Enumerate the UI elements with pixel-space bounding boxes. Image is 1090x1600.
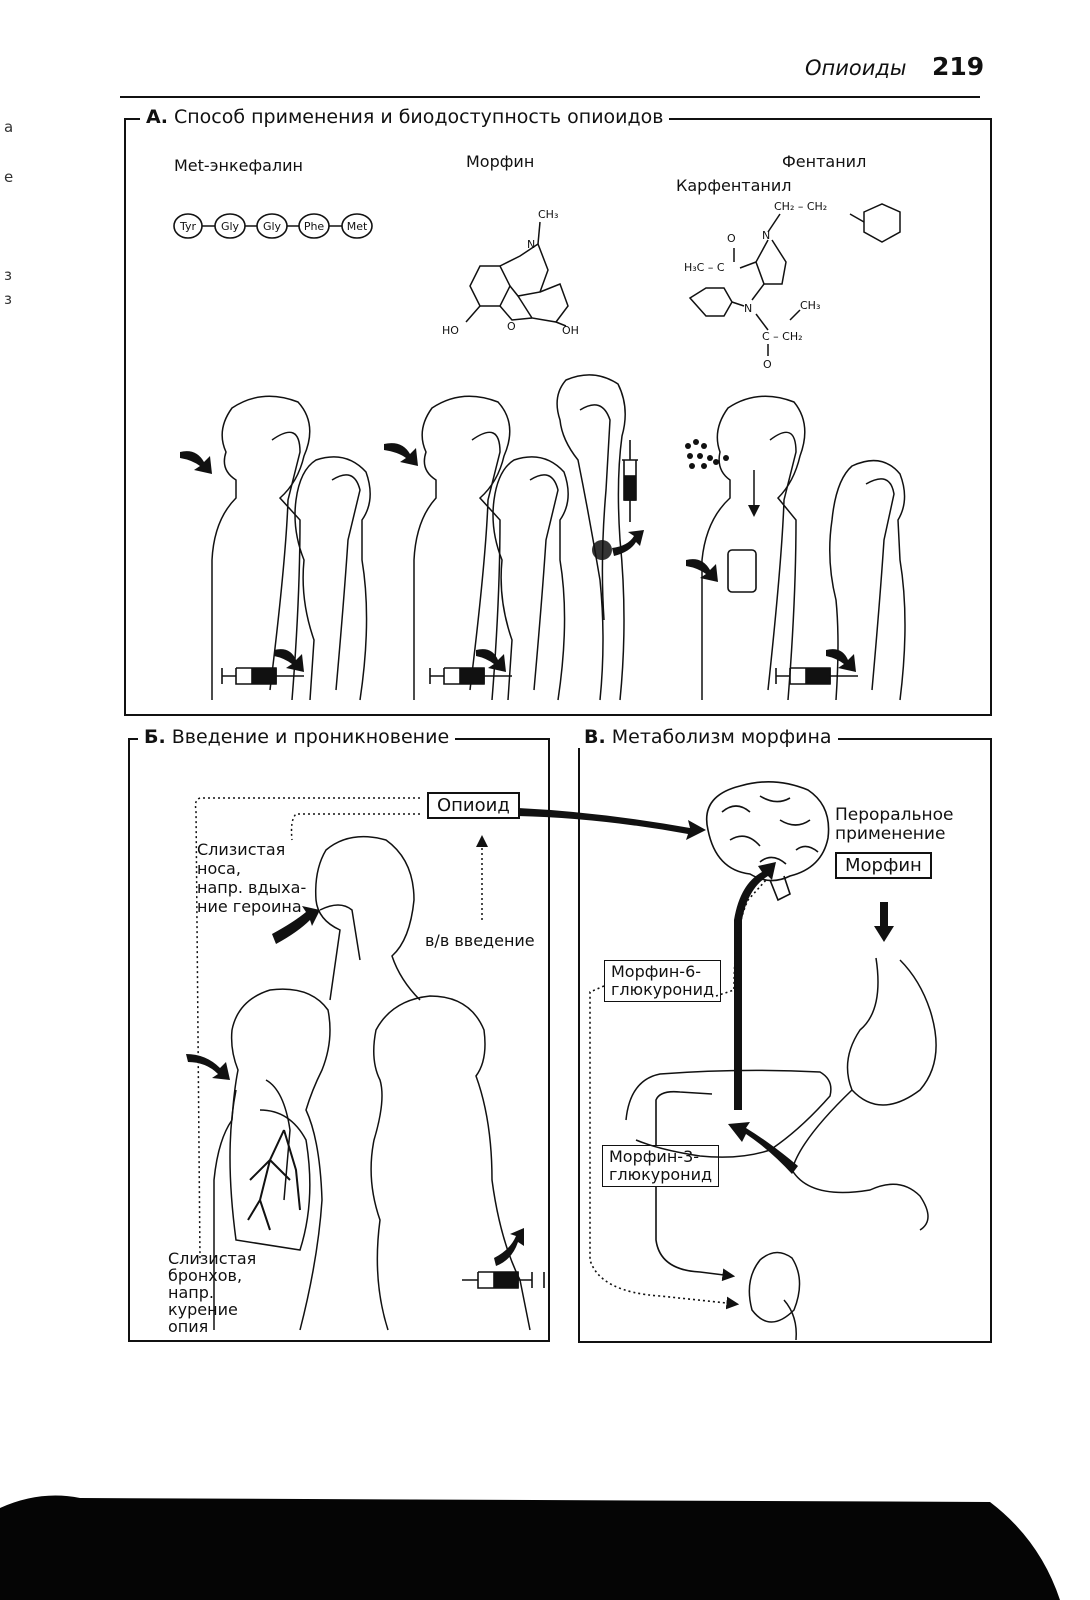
panel-b-arrows xyxy=(186,808,706,1266)
panel-a-figures xyxy=(212,375,905,700)
carfentanil-atom-o-top: O xyxy=(727,232,736,245)
carfentanil-atom-c-ch2: C – CH₂ xyxy=(762,330,803,343)
carfentanil-atom-ring-n: N xyxy=(744,302,752,315)
carfentanil-atom-o-bottom: O xyxy=(763,358,772,371)
panel-b-dotted-routes xyxy=(196,798,483,1260)
lung-tree xyxy=(248,1130,300,1230)
morphine-structure xyxy=(466,222,568,326)
carfentanil-atom-chain: CH₂ – CH₂ xyxy=(774,200,827,213)
peptide-residue: Tyr xyxy=(179,220,197,233)
peptide-residue: Phe xyxy=(304,220,325,233)
panel-b-syringe xyxy=(462,1272,544,1288)
morphine-atom-ho: HO xyxy=(442,324,459,337)
peptide-residue: Gly xyxy=(221,220,240,233)
morphine-atom-n: N xyxy=(527,238,535,251)
panel-c-routes xyxy=(656,1092,732,1276)
panel-b-figures xyxy=(214,837,530,1330)
peptide-residue: Met xyxy=(347,220,368,233)
carfentanil-atom-ch3: CH₃ xyxy=(800,299,820,312)
carfentanil-atom-n: N xyxy=(762,229,770,242)
brain-drawing xyxy=(707,782,829,900)
morphine-atom-o: O xyxy=(507,320,516,333)
peptide-residue: Gly xyxy=(263,220,282,233)
carfentanil-atom-h3c: H₃C – C xyxy=(684,261,725,274)
panel-c-arrows xyxy=(728,862,894,1174)
scan-edge-band xyxy=(0,1496,1060,1600)
syringes xyxy=(222,440,858,684)
morphine-atom-oh: OH xyxy=(562,324,579,337)
morphine-atom-ch3: CH₃ xyxy=(538,208,558,221)
stomach-liver-kidney xyxy=(626,958,936,1340)
